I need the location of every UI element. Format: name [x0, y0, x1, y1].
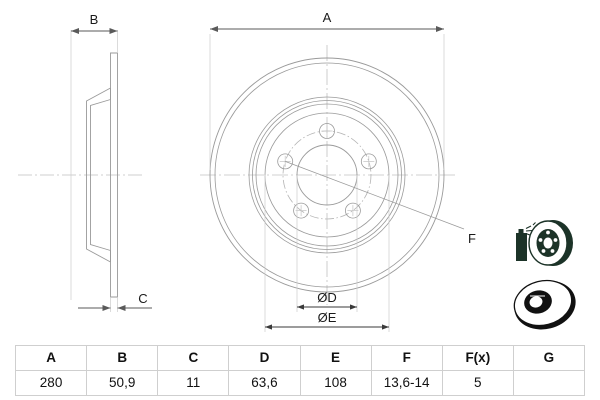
disc-outer-edge-inner	[214, 62, 440, 288]
table-header-b: B	[86, 345, 159, 371]
table-cell-a: 280	[14, 370, 88, 396]
table-header-fx: F(x)	[441, 345, 514, 371]
table-header-c: C	[157, 345, 230, 371]
bolt-hole-4	[293, 202, 310, 219]
table-row: 280 50,9 11 63,6 108 13,6-14 5	[14, 370, 586, 396]
section-hat-lower-inner	[90, 175, 111, 251]
leader-line-f	[285, 161, 465, 230]
spray-can-body-icon	[516, 233, 527, 261]
table-cell-d: 63,6	[228, 370, 301, 396]
table-cell-fx: 5	[441, 370, 514, 396]
brake-disc-section-view: B C	[18, 12, 152, 312]
dimension-label-f: F	[468, 231, 476, 246]
disc-outer-edge	[209, 57, 445, 293]
table-header-d: D	[228, 345, 301, 371]
spray-thumb-disc-bore-icon	[543, 237, 553, 249]
table-cell-g	[512, 370, 586, 396]
table-cell-e: 108	[299, 370, 372, 396]
bolt-hole-3	[344, 202, 361, 219]
table-cell-f: 13,6-14	[370, 370, 443, 396]
section-hat-upper-inner	[90, 99, 111, 175]
bolt-hole-2	[360, 153, 377, 170]
brake-disc-angled-thumbnail	[513, 279, 576, 330]
table-header-a: A	[14, 345, 88, 371]
table-header-row: A B C D E F F(x) G	[14, 345, 586, 371]
table-header-f: F	[370, 345, 443, 371]
table-header-g: G	[512, 345, 586, 371]
dimension-spec-table: A B C D E F F(x) G 280 50,9 11 63,6 108 …	[14, 345, 586, 396]
bolt-hole-1	[319, 123, 335, 139]
section-hat-lower-outer	[86, 175, 111, 263]
dimension-label-b: B	[90, 12, 99, 27]
spray-thumb-bolt-holes-icon	[538, 230, 558, 253]
dimension-label-d: ØD	[317, 290, 337, 305]
section-hat-upper-outer	[86, 87, 111, 175]
table-cell-b: 50,9	[86, 370, 159, 396]
table-cell-c: 11	[157, 370, 230, 396]
dimension-label-c: C	[138, 291, 147, 306]
brake-disc-spray-thumbnail	[516, 220, 573, 266]
friction-ring-outer	[248, 96, 406, 254]
table-header-e: E	[299, 345, 372, 371]
dimension-label-a: A	[323, 10, 332, 25]
bolt-hole-5	[277, 153, 294, 170]
bolt-hole-center-marks	[279, 125, 375, 217]
dimension-label-e: ØE	[318, 310, 337, 325]
friction-ring-inner	[255, 103, 399, 247]
brake-disc-front-view: A ØD ØE F	[200, 10, 476, 332]
friction-ring-mid	[252, 100, 402, 250]
spray-can-nozzle-icon	[518, 229, 524, 234]
